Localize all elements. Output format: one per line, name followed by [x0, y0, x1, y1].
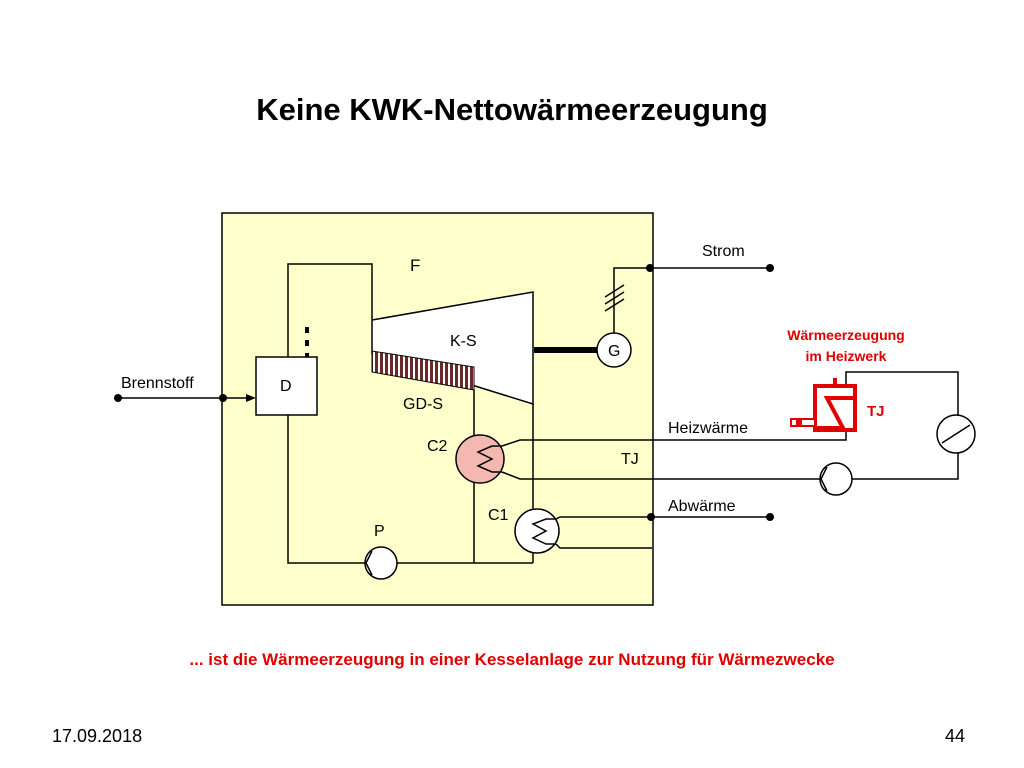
abwaerme-node-1: [647, 513, 655, 521]
label-heizwerk-2: im Heizwerk: [806, 348, 887, 364]
label-f: F: [410, 256, 420, 275]
heat-exchanger-c1: [514, 508, 560, 554]
label-strom: Strom: [702, 243, 745, 260]
steam-line: [287, 263, 373, 357]
page-number: 44: [945, 726, 966, 746]
strom-node-1: [646, 264, 654, 272]
label-heizwaerme: Heizwärme: [668, 420, 748, 437]
abwaerme-line: [555, 516, 770, 520]
label-heizwerk-1: Wärmeerzeugung: [787, 327, 904, 343]
shaft: [534, 347, 598, 353]
slide-note: ... ist die Wärmeerzeugung in einer Kess…: [189, 650, 835, 669]
abwaerme-node-2: [766, 513, 774, 521]
heat-exchanger-c2: [455, 434, 505, 484]
heat-consumer: [936, 414, 976, 454]
abwaerme-return: [555, 543, 652, 549]
dots-marker: [305, 327, 309, 357]
return-line: [501, 471, 820, 480]
strom-node-2: [766, 264, 774, 272]
heizwerk-boiler: [813, 378, 857, 432]
label-tj-main: TJ: [621, 451, 639, 468]
label-abwaerme: Abwärme: [668, 498, 736, 515]
slide-date: 17.09.2018: [52, 726, 143, 746]
label-c2: C2: [427, 438, 448, 455]
heating-pump: [819, 462, 853, 496]
pump-p: [364, 546, 398, 580]
label-ks: K-S: [450, 333, 477, 350]
power-symbol: [604, 284, 625, 312]
return-line-2: [845, 371, 959, 480]
label-g: G: [608, 343, 620, 360]
label-c1: C1: [488, 507, 509, 524]
label-brennstoff: Brennstoff: [121, 375, 194, 392]
slide-title: Keine KWK-Nettowärmeerzeugung: [256, 92, 768, 127]
heizwaerme-line: [501, 430, 847, 447]
power-line: [613, 267, 770, 333]
label-gds: GD-S: [403, 396, 443, 413]
label-p: P: [374, 523, 385, 540]
condensate-line: [287, 415, 365, 564]
label-tj-heizwerk: TJ: [867, 403, 885, 420]
fuel-node-2: [219, 394, 227, 402]
fuel-node-1: [114, 394, 122, 402]
label-d: D: [280, 378, 292, 395]
boiler-d: [255, 356, 318, 416]
heizwerk-burner: [790, 418, 816, 427]
fuel-arrow: [246, 394, 256, 402]
